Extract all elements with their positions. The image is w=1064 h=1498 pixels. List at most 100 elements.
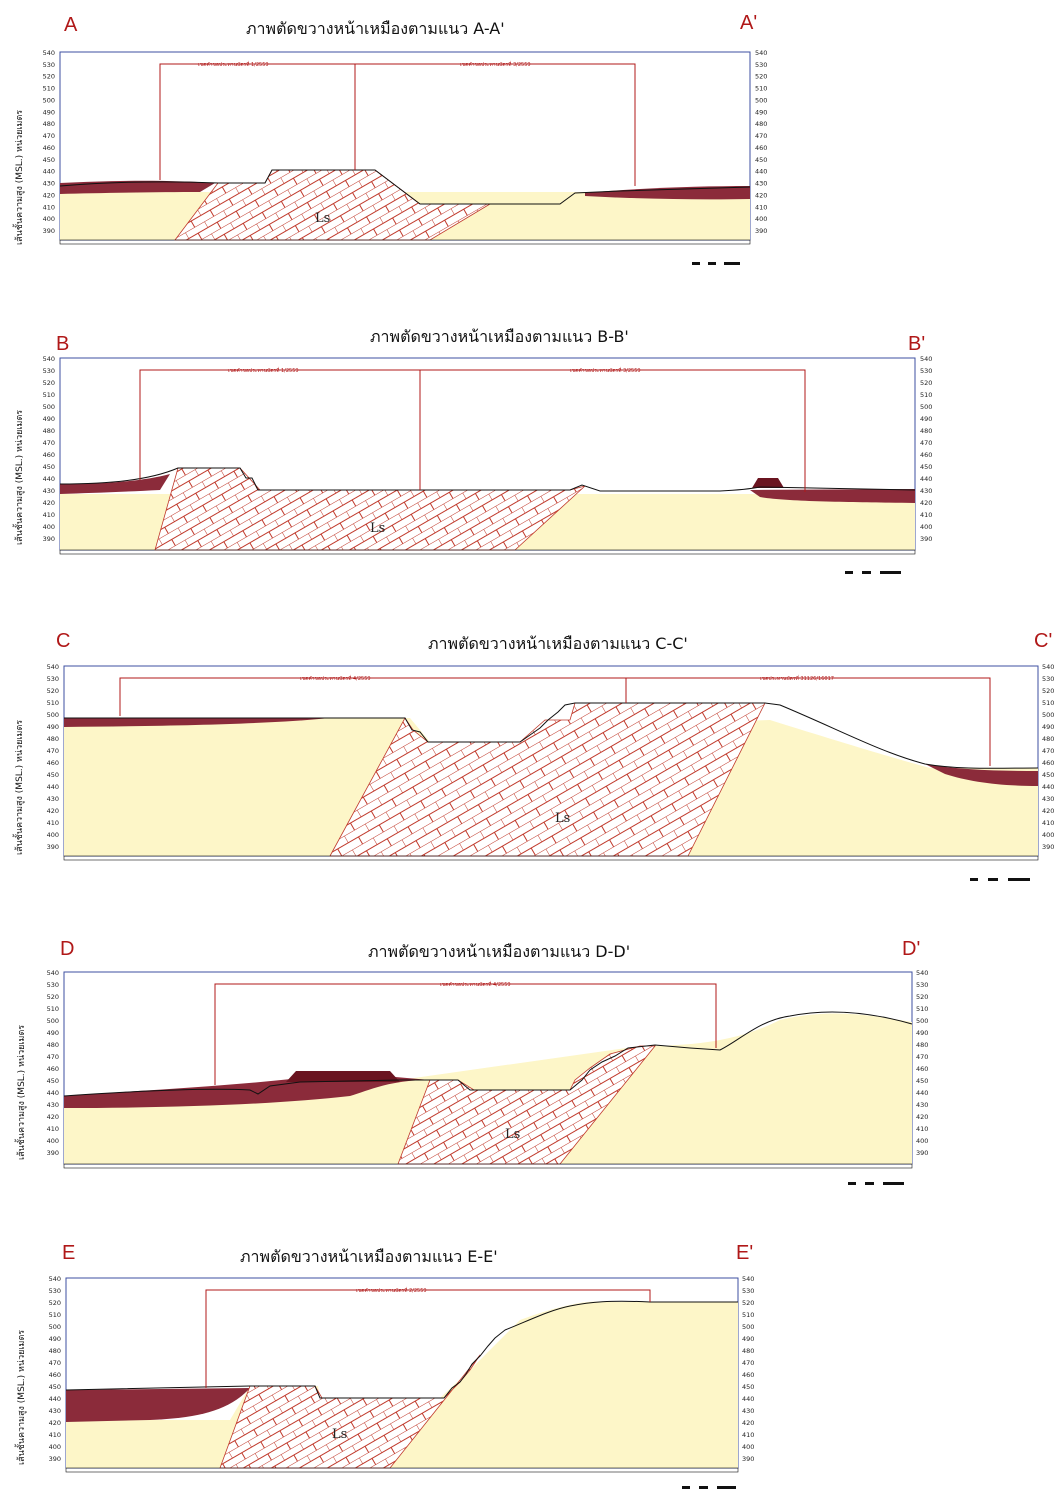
concession-label: เขตประทานบัตรที่ 31126/16017 — [760, 675, 834, 682]
elevation-tick-label: 470 — [742, 1359, 754, 1367]
elevation-tick-label: 510 — [49, 1311, 61, 1319]
elevation-tick-label: 480 — [1042, 735, 1054, 743]
elevation-tick-label: 410 — [755, 203, 767, 211]
elevation-tick-label: 390 — [920, 535, 932, 543]
concession-label: เขตคำขอประทานบัตรที่ 1/2559 — [198, 61, 269, 68]
soil-mound — [286, 1071, 400, 1082]
elevation-tick-label: 400 — [43, 215, 55, 223]
concession-label: เขตคำขอประทานบัตรที่ 3/2559 — [460, 61, 531, 68]
elevation-tick-label: 530 — [43, 367, 55, 375]
base-layer — [66, 1301, 738, 1468]
terrain-line — [59, 467, 916, 492]
elevation-tick-label: 400 — [742, 1443, 754, 1451]
elevation-tick-label: 510 — [43, 391, 55, 399]
elevation-tick-label: 540 — [47, 969, 59, 977]
elevation-tick-label: 420 — [1042, 807, 1054, 815]
concession-boundary — [205, 1289, 651, 1388]
elevation-tick-label: 460 — [49, 1371, 61, 1379]
elevation-tick-label: 520 — [43, 73, 55, 81]
elevation-tick-label: 470 — [49, 1359, 61, 1367]
soil-layer-right — [925, 764, 1038, 786]
elevation-tick-label: 480 — [755, 120, 767, 128]
elevation-tick-label: 510 — [47, 699, 59, 707]
elevation-tick-label: 410 — [49, 1431, 61, 1439]
elevation-tick-label: 450 — [49, 1383, 61, 1391]
elevation-tick-label: 480 — [47, 1041, 59, 1049]
elevation-tick-label: 440 — [1042, 783, 1054, 791]
section-end-label: C' — [1034, 630, 1053, 652]
elevation-tick-label: 440 — [916, 1089, 928, 1097]
concession-label: เขตคำขอประทานบัตรที่ 4/2559 — [300, 675, 371, 682]
concession-label: เขตคำขอประทานบัตรที่ 2/2559 — [356, 1287, 427, 1294]
elevation-tick-label: 430 — [47, 795, 59, 803]
elevation-tick-label: 500 — [49, 1323, 61, 1331]
elevation-tick-label: 430 — [49, 1407, 61, 1415]
elevation-tick-label: 390 — [49, 1455, 61, 1463]
concession-boundary — [214, 983, 717, 1085]
soil-layer — [64, 1074, 430, 1108]
elevation-tick-label: 490 — [47, 1029, 59, 1037]
distance-axis — [59, 239, 751, 245]
elevation-tick-label: 390 — [47, 843, 59, 851]
elevation-tick-label: 490 — [920, 415, 932, 423]
elevation-tick-label: 480 — [47, 735, 59, 743]
elevation-ticks-left: 5405305205105004904804704604504404304204… — [47, 663, 59, 851]
elevation-tick-label: 400 — [43, 523, 55, 531]
elevation-tick-label: 540 — [49, 1275, 61, 1283]
ls-label: Ls — [315, 211, 330, 226]
elevation-tick-label: 430 — [742, 1407, 754, 1415]
elevation-tick-label: 470 — [920, 439, 932, 447]
concession-boundary — [139, 369, 806, 492]
ls-label: Ls — [370, 521, 385, 536]
elevation-tick-label: 430 — [43, 180, 55, 188]
elevation-tick-label: 530 — [1042, 675, 1054, 683]
elevation-tick-label: 400 — [920, 523, 932, 531]
elevation-tick-label: 470 — [43, 132, 55, 140]
elevation-tick-label: 530 — [742, 1287, 754, 1295]
elevation-tick-label: 460 — [43, 451, 55, 459]
elevation-tick-label: 450 — [920, 463, 932, 471]
elevation-tick-label: 410 — [916, 1125, 928, 1133]
elevation-tick-label: 490 — [755, 108, 767, 116]
elevation-tick-label: 500 — [47, 1017, 59, 1025]
elevation-tick-label: 480 — [43, 427, 55, 435]
cross-section-d: เขตคำขอประทานบัตรที่ 4/2559 Ls 540530520… — [47, 969, 928, 1185]
section-start-label: E — [62, 1242, 76, 1264]
elevation-tick-label: 520 — [47, 993, 59, 1001]
scale-bar — [970, 878, 1030, 881]
section-end-label: E' — [736, 1242, 754, 1264]
elevation-tick-label: 390 — [916, 1149, 928, 1157]
elevation-tick-label: 460 — [43, 144, 55, 152]
elevation-ticks-right: 5405305205105004904804704604504404304204… — [755, 49, 767, 235]
elevation-ticks-left: 5405305205105004904804704604504404304204… — [43, 355, 55, 543]
elevation-tick-label: 520 — [916, 993, 928, 1001]
elevation-tick-label: 520 — [1042, 687, 1054, 695]
elevation-tick-label: 440 — [47, 783, 59, 791]
soil-layer-left — [60, 180, 215, 194]
elevation-tick-label: 460 — [47, 1065, 59, 1073]
section-start-label: A — [64, 14, 78, 36]
elevation-ticks-right: 5405305205105004904804704604504404304204… — [1042, 663, 1054, 851]
elevation-tick-label: 540 — [1042, 663, 1054, 671]
elevation-tick-label: 520 — [755, 73, 767, 81]
elevation-tick-label: 400 — [47, 831, 59, 839]
elevation-tick-label: 460 — [742, 1371, 754, 1379]
elevation-tick-label: 400 — [755, 215, 767, 223]
elevation-tick-label: 390 — [742, 1455, 754, 1463]
ls-label: Ls — [505, 1127, 520, 1142]
elevation-tick-label: 510 — [43, 85, 55, 93]
distance-axis — [65, 1467, 739, 1473]
elevation-tick-label: 510 — [742, 1311, 754, 1319]
section-end-label: A' — [740, 12, 758, 34]
distance-axis — [63, 1163, 913, 1169]
elevation-tick-label: 480 — [49, 1347, 61, 1355]
soil-mound — [752, 478, 784, 488]
elevation-tick-label: 440 — [43, 168, 55, 176]
elevation-tick-label: 530 — [43, 61, 55, 69]
soil-layer — [66, 1388, 250, 1422]
elevation-tick-label: 540 — [742, 1275, 754, 1283]
elevation-tick-label: 420 — [47, 807, 59, 815]
elevation-tick-label: 430 — [920, 487, 932, 495]
elevation-tick-label: 410 — [47, 1125, 59, 1133]
elevation-tick-label: 390 — [755, 227, 767, 235]
